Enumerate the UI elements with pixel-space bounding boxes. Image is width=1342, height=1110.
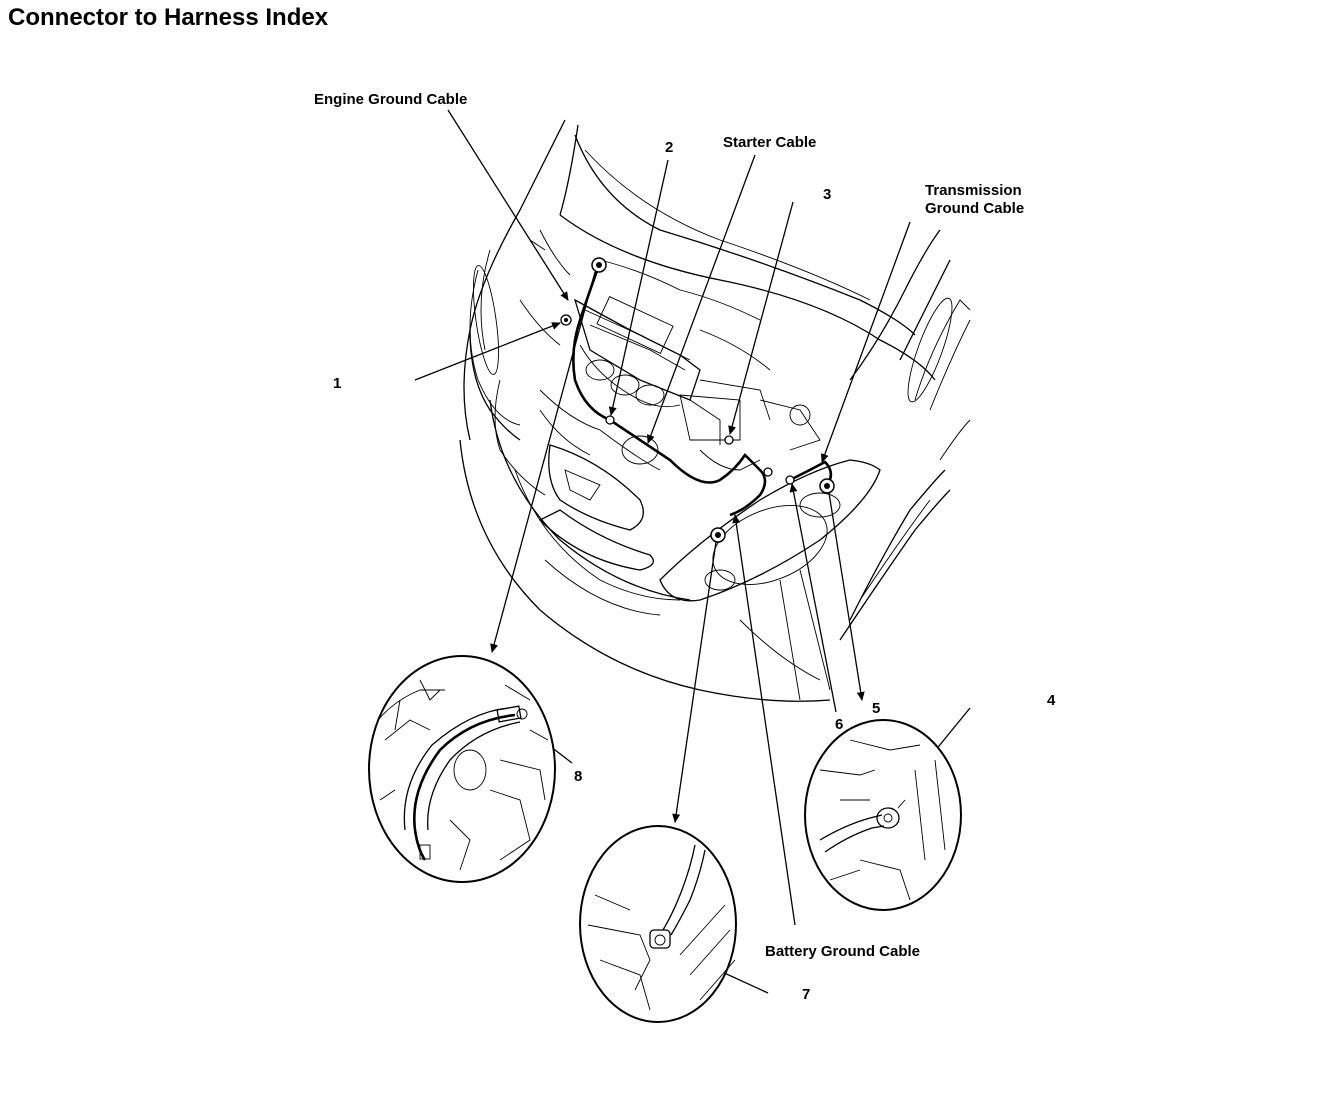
transmission-ground-cable-label-line1: Transmission (925, 182, 1022, 199)
callout-2-leader (608, 159, 669, 416)
ground-points (560, 257, 835, 543)
vehicle-front-outline (459, 119, 971, 702)
connector-6-point (785, 475, 795, 485)
engine-ground-cable-label: Engine Ground Cable (314, 91, 467, 108)
callout-1-leader (414, 322, 561, 381)
engine-ground-detail-arrow (490, 271, 596, 653)
callout-5: 5 (872, 700, 880, 717)
starter-cable-label: Starter Cable (723, 134, 816, 151)
transmission-ground-cable-label-line2: Ground Cable (925, 200, 1024, 217)
engine-assembly (519, 229, 821, 471)
battery-ground-detail-arrow (672, 541, 717, 823)
transmission-ground-cable-leader (820, 221, 911, 463)
callout-2: 2 (665, 139, 673, 156)
callout-3-leader (728, 201, 794, 435)
connector-2-point (605, 415, 615, 425)
callout-1: 1 (333, 375, 341, 392)
callout-3: 3 (823, 186, 831, 203)
engine-ground-cable-leader (447, 109, 569, 301)
callout-4: 4 (1047, 692, 1056, 709)
connector-3-point (724, 435, 734, 445)
battery-ground-detail (579, 825, 737, 1023)
transmission-ground-detail (804, 719, 962, 911)
page-title: Connector to Harness Index (8, 4, 329, 31)
callout-7: 7 (802, 986, 810, 1003)
battery-ground-cable-leader (732, 514, 796, 926)
battery-ground-cable-label: Battery Ground Cable (765, 943, 920, 960)
callout-6: 6 (835, 716, 843, 733)
callout-8: 8 (574, 768, 582, 785)
callout-6-leader (789, 483, 837, 713)
transmission-ground-detail-arrow (828, 492, 865, 701)
engine-ground-detail (368, 655, 556, 883)
starter-cable-leader (647, 154, 756, 444)
